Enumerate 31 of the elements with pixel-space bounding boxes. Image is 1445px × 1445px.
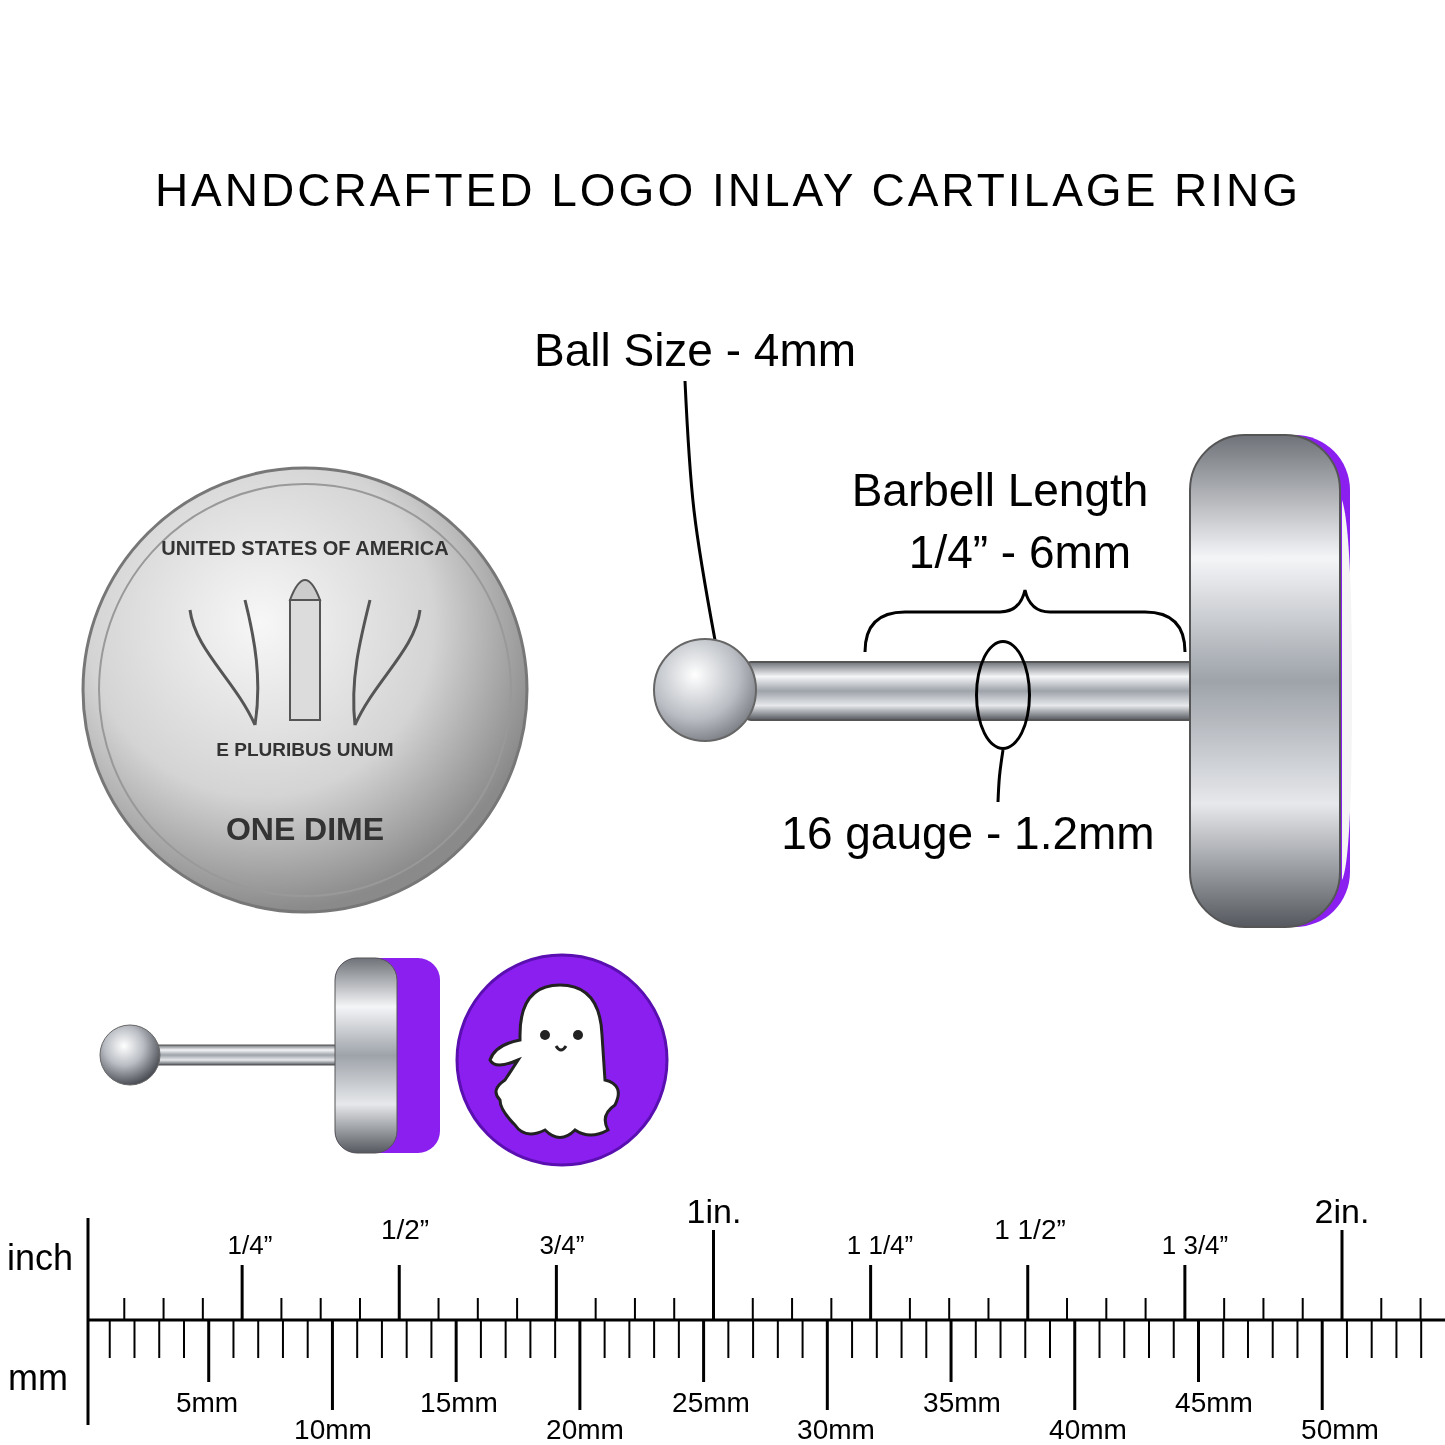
coin-inscription: UNITED STATES OF AMERICA bbox=[161, 537, 449, 559]
ruler-tick-label: 10mm bbox=[294, 1414, 372, 1445]
unit-label: inch bbox=[7, 1238, 73, 1278]
ruler-tick-label: 5mm bbox=[175, 1387, 239, 1419]
ruler-tick-label: 50mm bbox=[1301, 1414, 1379, 1445]
dimension-label: 1/4” - 6mm bbox=[908, 526, 1132, 578]
ruler-tick-label: 1/2” bbox=[380, 1214, 430, 1246]
coin-inscription: ONE DIME bbox=[225, 812, 385, 848]
ruler-tick-label: 15mm bbox=[420, 1387, 498, 1419]
title: HANDCRAFTED LOGO INLAY CARTILAGE RING bbox=[154, 164, 1302, 216]
unit-label: mm bbox=[8, 1358, 68, 1398]
ruler-tick-label: 45mm bbox=[1175, 1387, 1253, 1419]
ruler-tick-label: 1 1/4” bbox=[846, 1230, 914, 1260]
ruler-tick-label: 30mm bbox=[797, 1414, 875, 1445]
callout-label: Ball Size - 4mm bbox=[533, 323, 857, 377]
ruler-tick-label: 3/4” bbox=[539, 1230, 585, 1260]
ruler-tick-label: 25mm bbox=[672, 1387, 750, 1419]
ruler-tick-label: 1/4” bbox=[227, 1230, 273, 1260]
gauge-ring-marker bbox=[975, 640, 1031, 750]
coin-inscription: E PLURIBUS UNUM bbox=[216, 739, 394, 761]
ruler-tick-label: 1 3/4” bbox=[1161, 1230, 1229, 1260]
ruler-tick-label: 35mm bbox=[923, 1387, 1001, 1419]
ruler-tick-label: 20mm bbox=[546, 1414, 624, 1445]
ruler-tick-label: 40mm bbox=[1049, 1414, 1127, 1445]
leader-line bbox=[996, 749, 1005, 803]
callout-label: 16 gauge - 1.2mm bbox=[781, 806, 1155, 860]
ruler-tick-label: 2in. bbox=[1314, 1193, 1370, 1231]
leader-line bbox=[683, 380, 717, 641]
ruler-tick-label: 1 1/2” bbox=[994, 1214, 1066, 1246]
ruler-tick-label: 1in. bbox=[686, 1193, 742, 1231]
dimension-label: Barbell Length bbox=[851, 464, 1149, 516]
